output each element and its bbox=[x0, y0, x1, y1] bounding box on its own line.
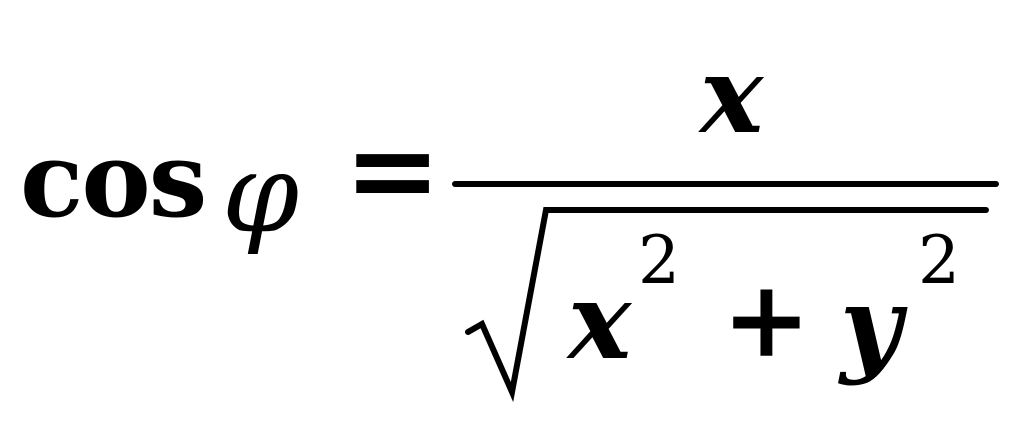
exponent-y: 2 bbox=[918, 222, 960, 299]
phi-symbol: φ bbox=[222, 129, 300, 257]
radicand-y: y bbox=[840, 262, 902, 387]
radicand-x: x bbox=[568, 258, 632, 383]
numerator-x: x bbox=[700, 32, 764, 157]
exponent-x: 2 bbox=[638, 222, 680, 299]
plus-sign: + bbox=[722, 256, 811, 381]
cos-function: cos bbox=[20, 118, 207, 241]
radical-sign bbox=[465, 207, 989, 403]
equals-sign: = bbox=[344, 102, 442, 238]
